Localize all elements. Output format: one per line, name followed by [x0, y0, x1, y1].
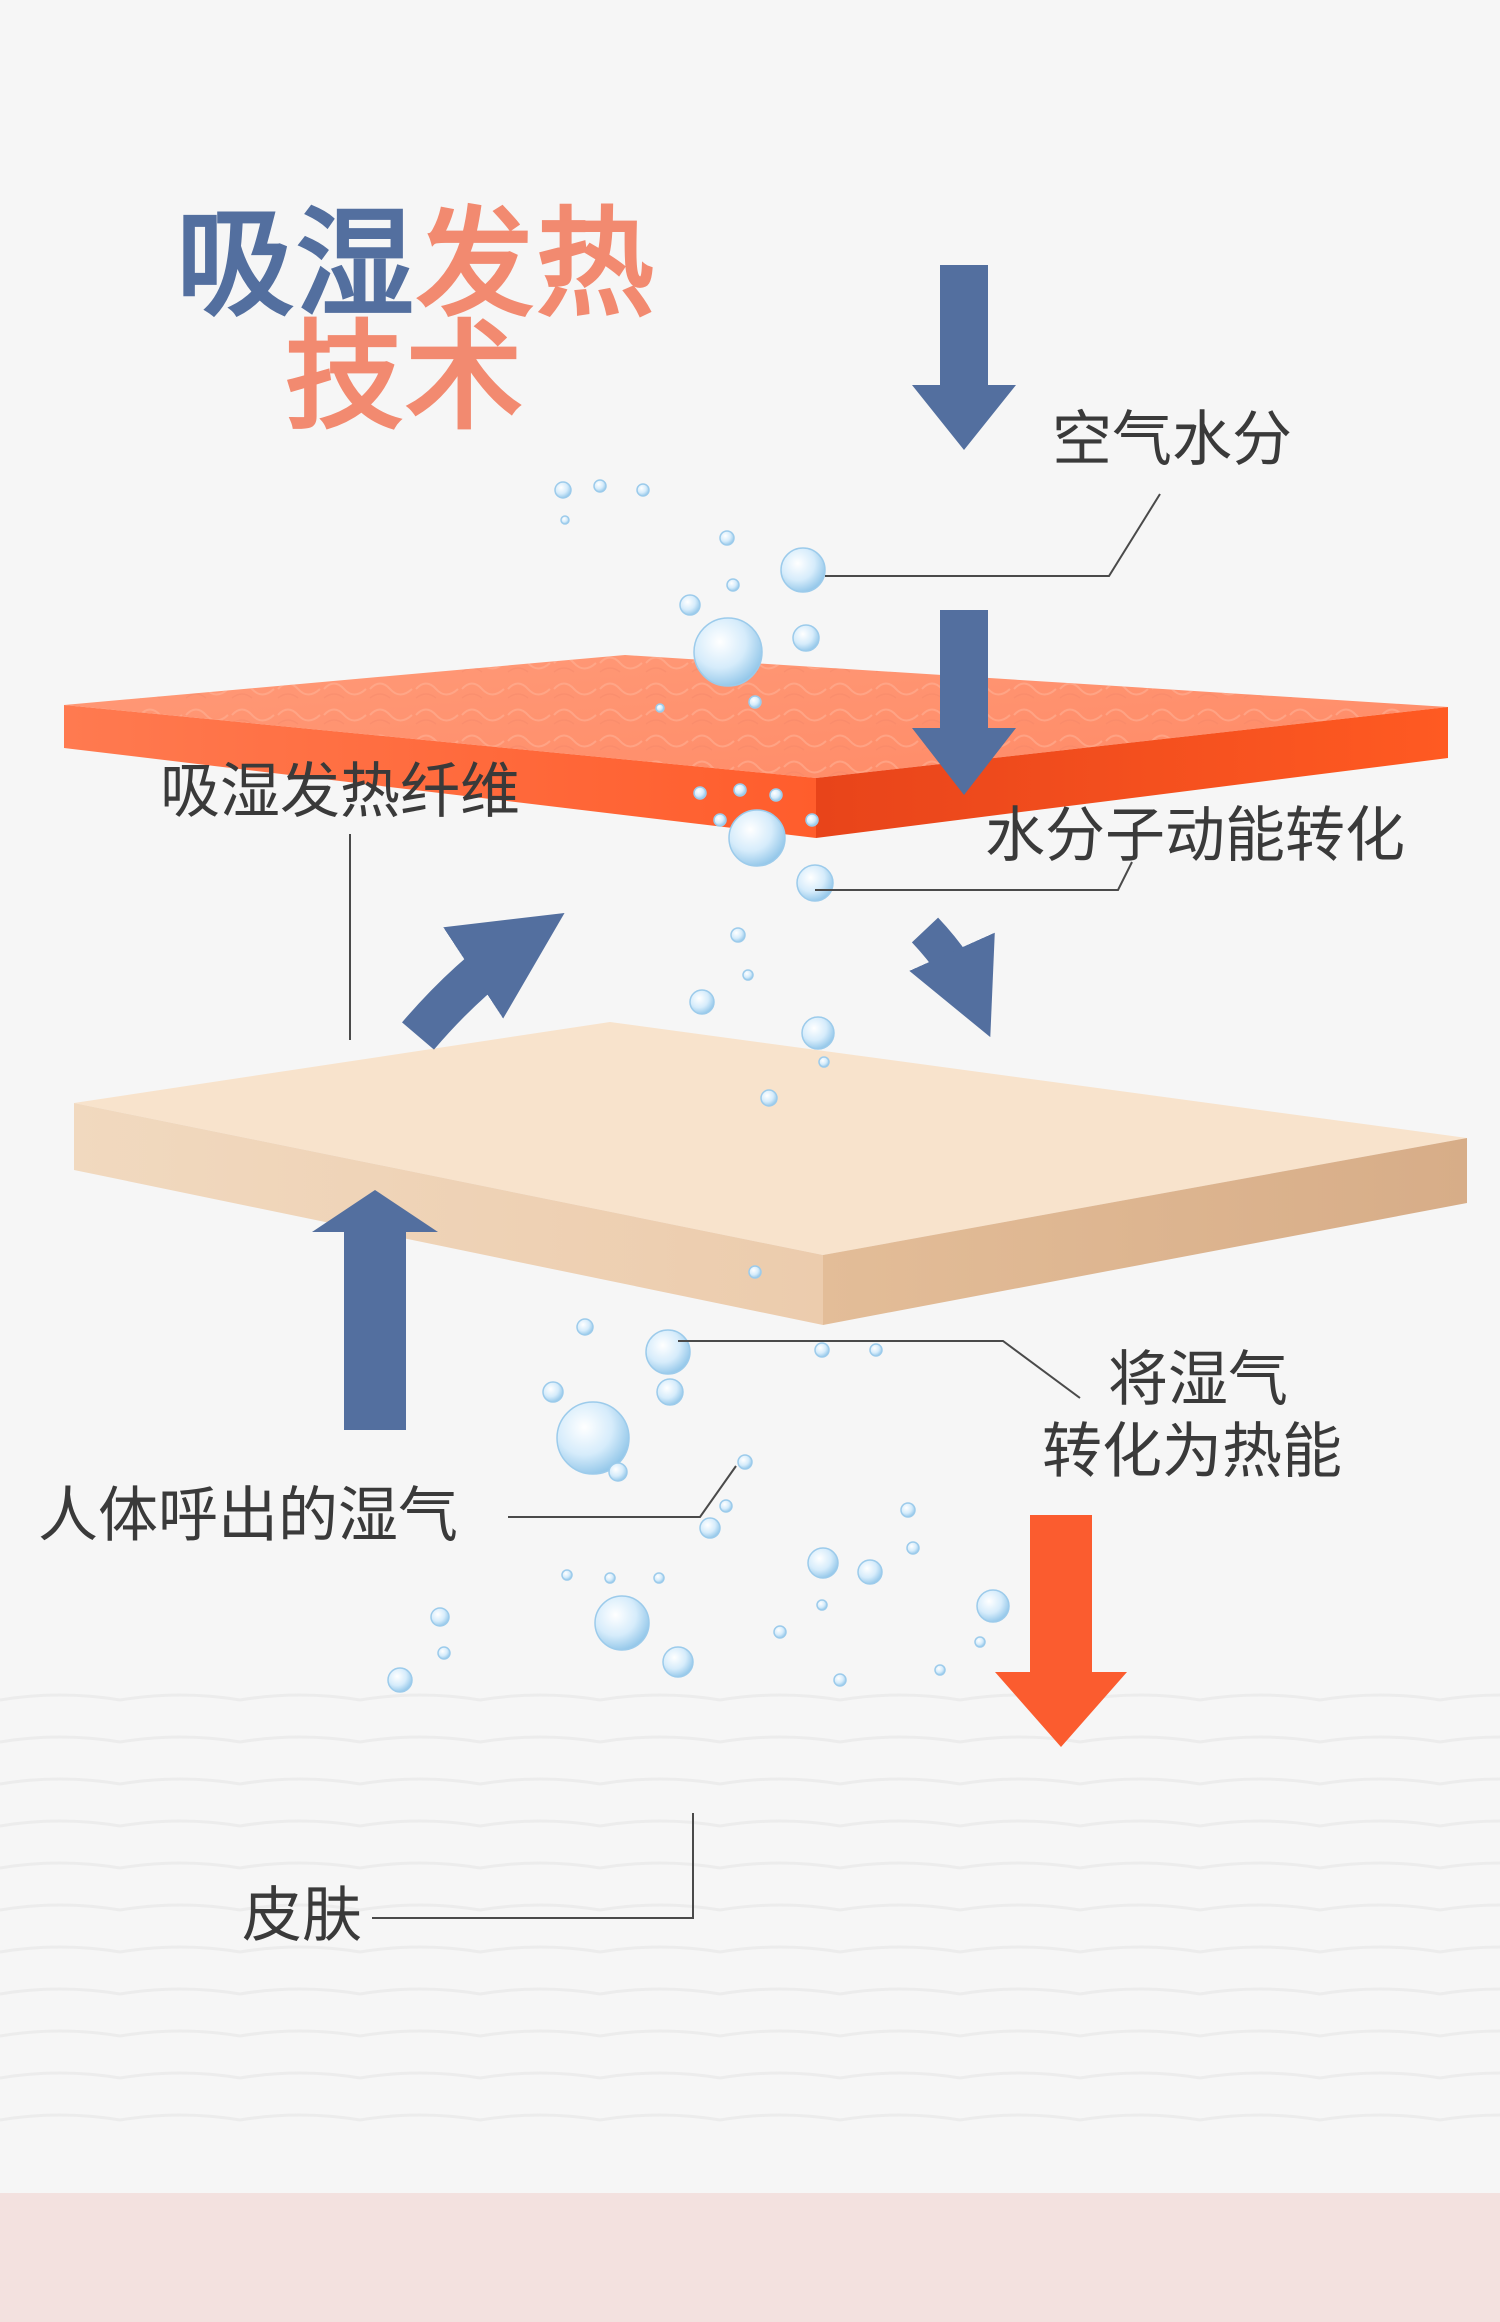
- water-droplet-icon: [857, 1559, 883, 1585]
- water-droplet-icon: [437, 1646, 451, 1660]
- curved-arrow-icon: [909, 917, 995, 1038]
- water-droplets: [387, 479, 1010, 1693]
- arrow-down-icon: [995, 1515, 1127, 1747]
- water-droplet-icon: [737, 1454, 753, 1470]
- water-droplet-icon: [719, 530, 735, 546]
- water-droplet-icon: [655, 703, 665, 713]
- water-droplet-icon: [742, 969, 754, 981]
- water-droplet-icon: [576, 1318, 594, 1336]
- label-to-heat-line2: 转化为热能: [1042, 1417, 1342, 1487]
- water-droplet-icon: [699, 1517, 721, 1539]
- water-droplet-icon: [542, 1381, 564, 1403]
- label-fiber: 吸湿发热纤维: [160, 757, 520, 827]
- water-droplet-icon: [807, 1547, 839, 1579]
- water-droplet-icon: [801, 1016, 835, 1050]
- water-droplet-icon: [387, 1667, 413, 1693]
- water-droplet-icon: [792, 624, 820, 652]
- callout-line-exhaled: [508, 1465, 737, 1518]
- callout-line-air-moisture: [825, 493, 1161, 577]
- water-droplet-icon: [769, 788, 783, 802]
- arrow-down-icon: [912, 610, 1016, 795]
- water-droplet-icon: [645, 1329, 691, 1375]
- title-line-2: 技术: [285, 308, 526, 446]
- label-exhaled-moisture: 人体呼出的湿气: [38, 1481, 458, 1551]
- water-droplet-icon: [733, 783, 747, 797]
- water-droplet-icon: [604, 1572, 616, 1584]
- skin-layer-right: [823, 1138, 1467, 1325]
- water-droplet-icon: [560, 515, 570, 525]
- water-droplet-icon: [730, 927, 746, 943]
- title-blue-part: 吸湿: [176, 195, 417, 333]
- label-skin: 皮肤: [242, 1881, 362, 1951]
- callout-line-kinetic-conversion: [815, 861, 1133, 891]
- skin-layer-front: [74, 1103, 823, 1325]
- water-droplet-icon: [869, 1343, 883, 1357]
- water-droplet-icon: [662, 1646, 694, 1678]
- title-line-1: 吸湿发热: [176, 205, 656, 323]
- water-droplet-icon: [906, 1541, 920, 1555]
- water-droplet-icon: [796, 864, 834, 902]
- water-droplet-icon: [976, 1589, 1010, 1623]
- callout-line-to-heat: [678, 1340, 1081, 1399]
- bottom-band: [0, 2193, 1500, 2322]
- label-kinetic-conversion: 水分子动能转化: [985, 801, 1405, 871]
- water-droplet-icon: [818, 1056, 830, 1068]
- water-droplet-icon: [713, 813, 727, 827]
- arrow-down-icon: [912, 265, 1016, 450]
- curved-arrow-icon: [402, 913, 565, 1050]
- water-droplet-icon: [816, 1599, 828, 1611]
- fiber-layer-right: [816, 707, 1448, 838]
- water-droplet-icon: [689, 989, 715, 1015]
- title-coral-part: 发热: [416, 195, 657, 333]
- water-droplet-icon: [805, 813, 819, 827]
- water-droplet-icon: [693, 786, 707, 800]
- water-droplet-icon: [760, 1089, 778, 1107]
- water-droplet-icon: [656, 1378, 684, 1406]
- water-droplet-icon: [554, 481, 572, 499]
- skin-layer: [74, 1022, 1467, 1325]
- label-air-moisture: 空气水分: [1052, 405, 1292, 475]
- water-droplet-icon: [608, 1462, 628, 1482]
- fiber-layer: [64, 655, 1448, 838]
- water-droplet-icon: [561, 1569, 573, 1581]
- callout-line-skin: [372, 1813, 694, 1919]
- water-droplet-icon: [679, 594, 701, 616]
- arrow-up-icon: [312, 1190, 438, 1430]
- water-droplet-icon: [974, 1636, 986, 1648]
- water-droplet-icon: [728, 809, 786, 867]
- water-droplet-icon: [814, 1342, 830, 1358]
- background-waves: [0, 1693, 1500, 2122]
- water-droplet-icon: [934, 1664, 946, 1676]
- label-to-heat-line1: 将湿气: [1108, 1345, 1288, 1415]
- water-droplet-icon: [430, 1607, 450, 1627]
- water-droplet-icon: [780, 547, 826, 593]
- water-droplet-icon: [594, 1595, 650, 1651]
- water-droplet-icon: [593, 479, 607, 493]
- water-droplet-icon: [719, 1499, 733, 1513]
- water-droplet-icon: [833, 1673, 847, 1687]
- water-droplet-icon: [653, 1572, 665, 1584]
- water-droplet-icon: [726, 578, 740, 592]
- water-droplet-icon: [773, 1625, 787, 1639]
- water-droplet-icon: [556, 1401, 630, 1475]
- skin-layer-top: [74, 1022, 1467, 1255]
- water-droplet-icon: [748, 695, 762, 709]
- water-droplet-icon: [636, 483, 650, 497]
- water-droplet-icon: [748, 1265, 762, 1279]
- callout-lines: [349, 493, 1161, 1919]
- water-droplet-icon: [693, 617, 763, 687]
- water-droplet-icon: [900, 1502, 916, 1518]
- fiber-layer-front: [64, 705, 816, 838]
